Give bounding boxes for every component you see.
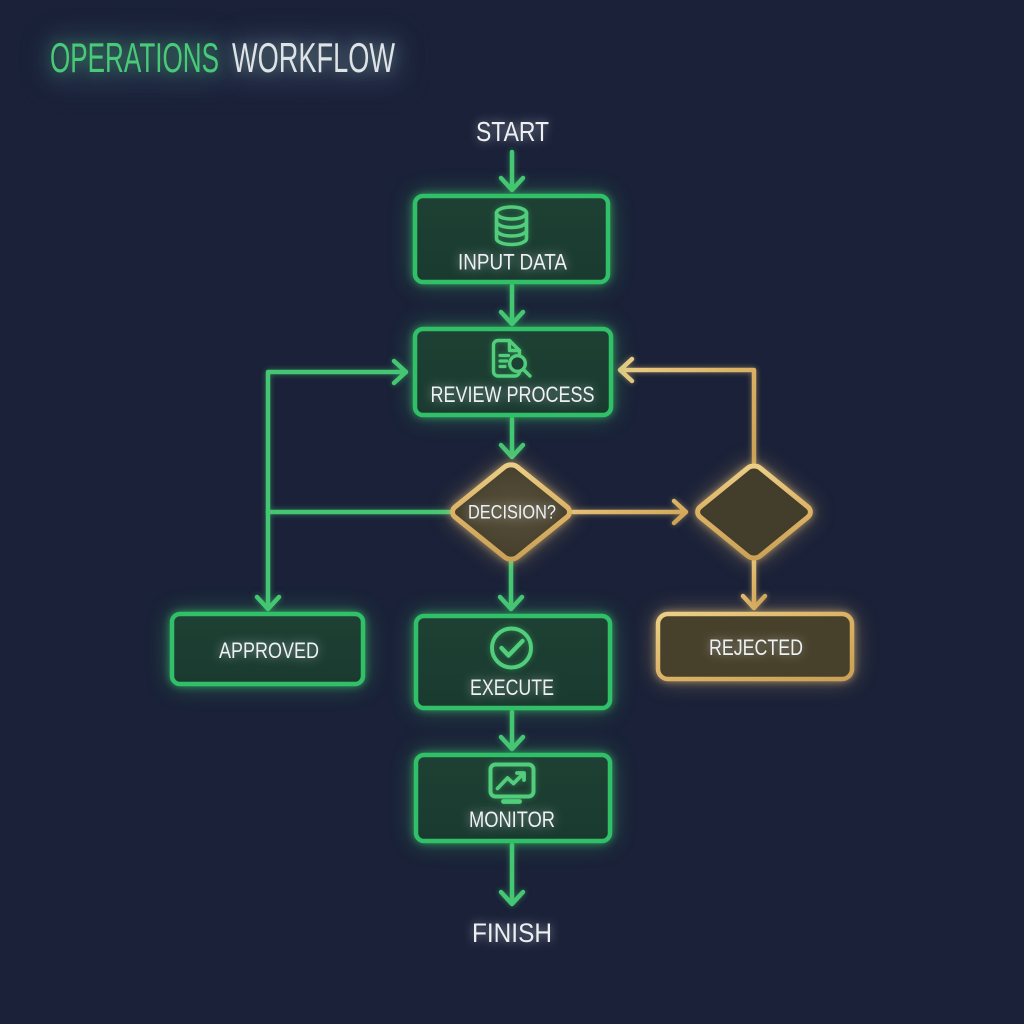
svg-text:REVIEW PROCESS: REVIEW PROCESS xyxy=(431,382,595,407)
svg-text:EXECUTE: EXECUTE xyxy=(470,675,554,700)
svg-text:OPERATIONS: OPERATIONS xyxy=(50,34,219,81)
svg-text:WORKFLOW: WORKFLOW xyxy=(232,34,395,81)
svg-text:DECISION?: DECISION? xyxy=(468,503,556,524)
svg-text:START: START xyxy=(476,116,549,147)
svg-text:MONITOR: MONITOR xyxy=(469,807,555,832)
svg-text:REJECTED: REJECTED xyxy=(709,635,803,660)
svg-text:FINISH: FINISH xyxy=(472,918,552,948)
svg-text:APPROVED: APPROVED xyxy=(219,638,319,663)
svg-text:INPUT DATA: INPUT DATA xyxy=(458,250,567,275)
